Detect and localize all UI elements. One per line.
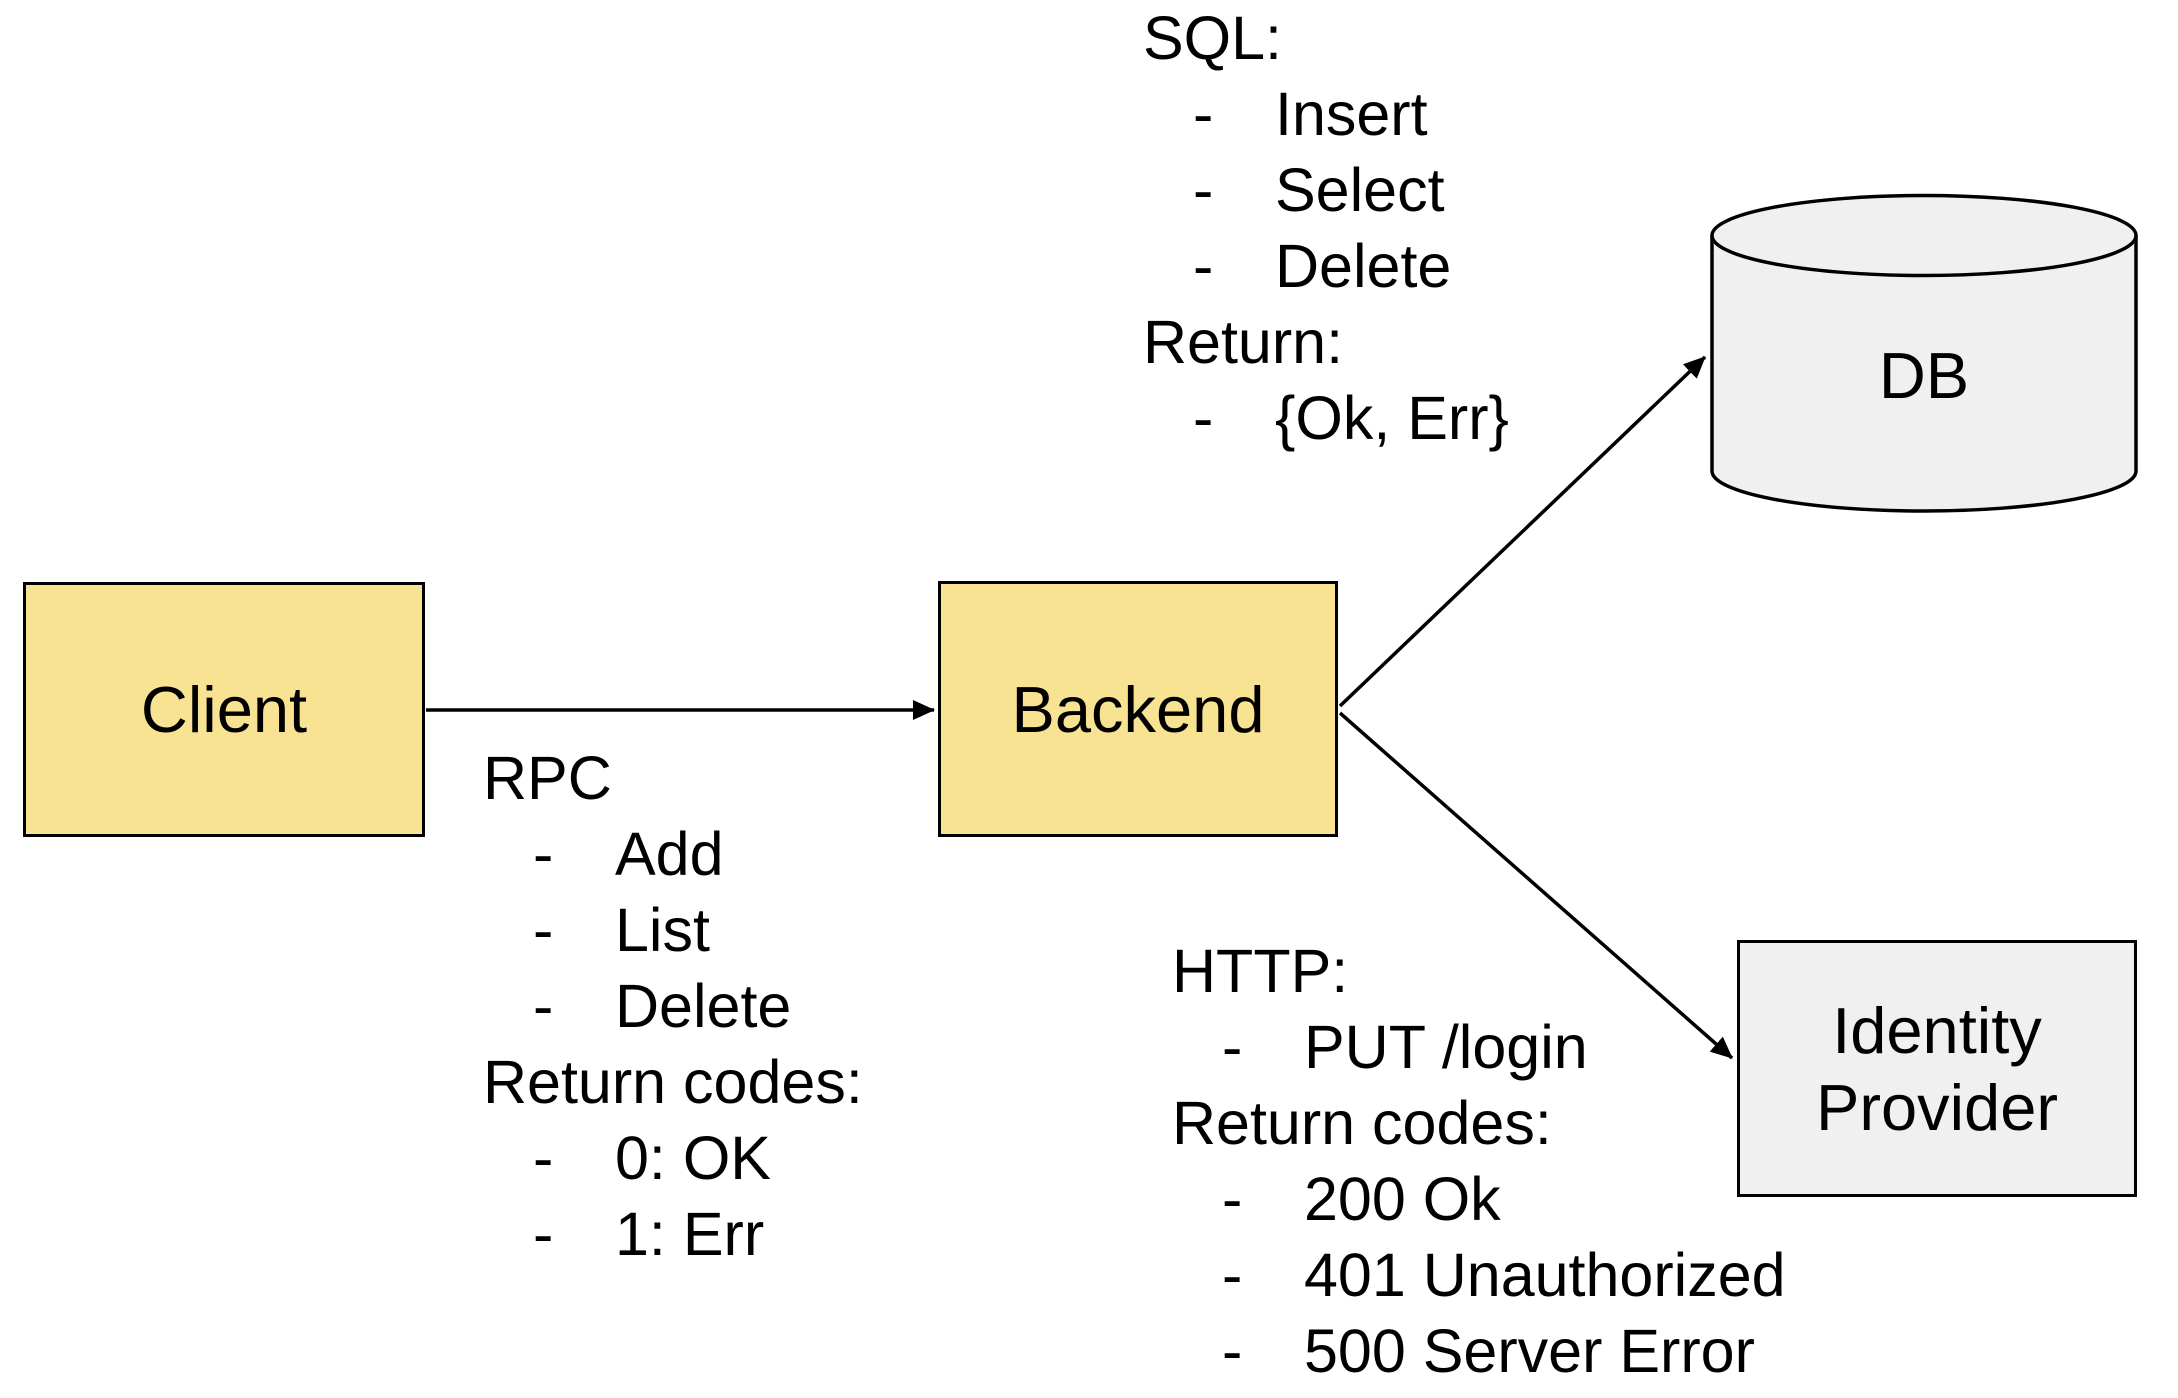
sql-item-text: Select xyxy=(1275,156,1445,224)
sql-item-text: Insert xyxy=(1275,80,1428,148)
backend-label: Backend xyxy=(1011,672,1265,746)
rpc-return-heading: Return codes: xyxy=(483,1048,863,1116)
bullet-dash: - xyxy=(533,1124,554,1192)
rpc-item-text: Add xyxy=(615,820,724,888)
http-return-heading: Return codes: xyxy=(1172,1089,1552,1157)
rpc-item: - Add xyxy=(483,816,863,892)
sql-return-heading: Return: xyxy=(1143,308,1344,376)
sql-return-item-text: {Ok, Err} xyxy=(1275,384,1509,452)
bullet-dash: - xyxy=(533,896,554,964)
node-identity-provider: Identity Provider xyxy=(1737,940,2137,1197)
client-label: Client xyxy=(140,673,308,746)
http-heading: HTTP: xyxy=(1172,937,1349,1005)
sql-item-text: Delete xyxy=(1275,232,1452,300)
rpc-return-item-text: 0: OK xyxy=(615,1124,771,1192)
bullet-dash: - xyxy=(1193,80,1214,148)
sql-return-item: - {Ok, Err} xyxy=(1143,380,1509,456)
bullet-dash: - xyxy=(1222,1013,1243,1081)
node-db: DB xyxy=(1710,193,2138,514)
bullet-dash: - xyxy=(1193,232,1214,300)
rpc-heading: RPC xyxy=(483,744,612,812)
bullet-dash: - xyxy=(1222,1241,1243,1309)
http-return-item-text: 500 Server Error xyxy=(1304,1317,1755,1385)
bullet-dash: - xyxy=(1222,1165,1243,1233)
rpc-return-item: - 1: Err xyxy=(483,1196,863,1272)
db-cylinder-shape xyxy=(1710,193,2138,513)
sql-annotation: SQL: - Insert - Select - Delete Return: … xyxy=(1143,0,1509,456)
http-return-item: - 200 Ok xyxy=(1172,1161,1786,1237)
http-item-text: PUT /login xyxy=(1304,1013,1588,1081)
rpc-annotation: RPC - Add - List - Delete Return codes: … xyxy=(483,740,863,1272)
bullet-dash: - xyxy=(533,820,554,888)
node-backend: Backend xyxy=(938,581,1338,837)
http-return-item: - 500 Server Error xyxy=(1172,1313,1786,1389)
sql-heading: SQL: xyxy=(1143,4,1283,72)
http-return-item-text: 401 Unauthorized xyxy=(1304,1241,1786,1309)
bullet-dash: - xyxy=(1222,1317,1243,1385)
http-return-item: - 401 Unauthorized xyxy=(1172,1237,1786,1313)
node-client: Client xyxy=(23,582,425,837)
bullet-dash: - xyxy=(1193,156,1214,224)
rpc-return-item: - 0: OK xyxy=(483,1120,863,1196)
sql-item: - Delete xyxy=(1143,228,1509,304)
rpc-item-text: Delete xyxy=(615,972,792,1040)
bullet-dash: - xyxy=(533,1200,554,1268)
sql-item: - Select xyxy=(1143,152,1509,228)
sql-item: - Insert xyxy=(1143,76,1509,152)
identity-provider-label: Identity Provider xyxy=(1815,993,2059,1144)
rpc-return-item-text: 1: Err xyxy=(615,1200,765,1268)
bullet-dash: - xyxy=(533,972,554,1040)
db-label: DB xyxy=(1878,339,1970,412)
rpc-item: - Delete xyxy=(483,968,863,1044)
http-annotation: HTTP: - PUT /login Return codes: - 200 O… xyxy=(1172,933,1786,1389)
http-return-item-text: 200 Ok xyxy=(1304,1165,1501,1233)
rpc-item-text: List xyxy=(615,896,710,964)
rpc-item: - List xyxy=(483,892,863,968)
http-item: - PUT /login xyxy=(1172,1009,1786,1085)
bullet-dash: - xyxy=(1193,384,1214,452)
